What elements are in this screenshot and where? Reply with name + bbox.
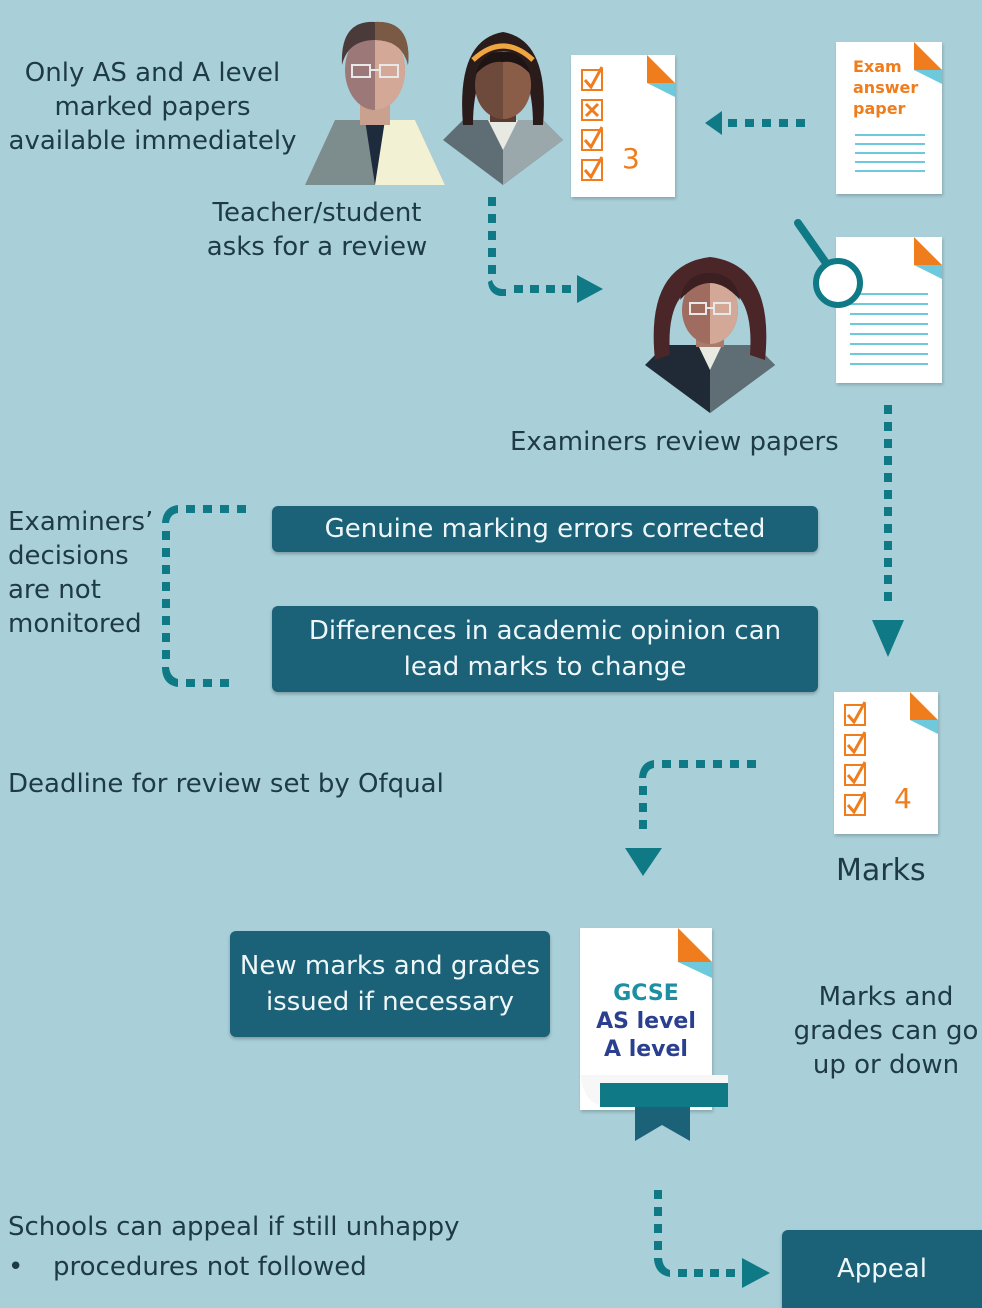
marks-checklist-1	[581, 66, 604, 181]
only-as-a-label: Only AS and A level marked papers availa…	[8, 58, 297, 156]
genuine-errors-box: Genuine marking errors corrected	[272, 506, 818, 552]
certificate-a-level: A level	[604, 1037, 688, 1062]
arrow-teacher-to-examiner	[488, 197, 603, 303]
appeal-box: Appeal	[782, 1230, 982, 1308]
teacher-icon	[305, 21, 445, 185]
new-marks-box: New marks and grades issued if necessary	[230, 931, 550, 1037]
marks-grades-text: Marks and grades can go up or down	[790, 980, 982, 1082]
arrow-marks-to-certificate	[625, 760, 756, 876]
paper-fold-reviewed	[914, 237, 942, 279]
schools-appeal-text: Schools can appeal if still unhappy	[8, 1210, 478, 1244]
examiners-review-text: Examiners review papers	[510, 425, 840, 459]
paper-fold-2	[910, 692, 938, 734]
differences-box: Differences in academic opinion can lead…	[272, 606, 818, 692]
marked-paper-2-score: 4	[894, 782, 912, 815]
deadline-text: Deadline for review set by Ofqual	[8, 767, 448, 801]
teacher-asks-text: Teacher/student asks for a review	[182, 196, 452, 264]
marks-grades-label: Marks and grades can go up or down	[793, 982, 979, 1080]
marked-paper-1-score: 3	[622, 142, 640, 175]
exam-paper-line3: paper	[853, 99, 906, 118]
arrow-review-to-marks	[872, 405, 904, 657]
marks-label: Marks	[836, 853, 926, 888]
exam-paper-line2: answer	[853, 78, 919, 97]
examiners-decisions-text: Examiners’ decisions are not monitored	[8, 505, 153, 641]
student-icon	[443, 32, 563, 185]
new-marks-label: New marks and grades issued if necessary	[239, 951, 541, 1017]
bullet-dot: •	[8, 1252, 24, 1282]
examiners-decisions-label: Examiners’ decisions are not monitored	[8, 507, 154, 639]
deadline-label: Deadline for review set by Ofqual	[8, 769, 444, 799]
teacher-asks-label: Teacher/student asks for a review	[206, 198, 428, 262]
paper-fold-1	[647, 55, 675, 97]
certificate-text: GCSE AS level A level	[580, 980, 712, 1064]
reviewed-paper-lines	[850, 293, 928, 365]
certificate-ribbon	[580, 1075, 728, 1141]
paper-fold-exam	[914, 42, 942, 84]
arrow-exam-to-marked	[705, 111, 805, 135]
examiner-icon	[645, 257, 775, 413]
exam-paper-lines	[855, 134, 925, 172]
magnifier-icon	[794, 219, 863, 308]
examiners-review-label: Examiners review papers	[510, 427, 839, 457]
arrow-to-appeal	[654, 1190, 770, 1288]
genuine-errors-label: Genuine marking errors corrected	[324, 514, 766, 544]
decisions-bracket	[162, 505, 246, 687]
differences-label: Differences in academic opinion can lead…	[308, 616, 782, 682]
certificate-as-level: AS level	[596, 1009, 696, 1034]
marks-text: Marks	[836, 852, 926, 890]
procedures-bullet: • procedures not followed	[8, 1250, 478, 1284]
exam-paper-line1: Exam	[853, 57, 902, 76]
appeal-label: Appeal	[837, 1254, 927, 1284]
schools-appeal-label: Schools can appeal if still unhappy	[8, 1212, 460, 1242]
certificate-fold	[678, 928, 712, 978]
certificate-gcse: GCSE	[613, 981, 679, 1006]
procedures-label: procedures not followed	[53, 1252, 367, 1282]
exam-paper-title: Exam answer paper	[853, 56, 918, 119]
only-as-a-text: Only AS and A level marked papers availa…	[0, 56, 305, 158]
marks-checklist-2	[844, 701, 867, 816]
